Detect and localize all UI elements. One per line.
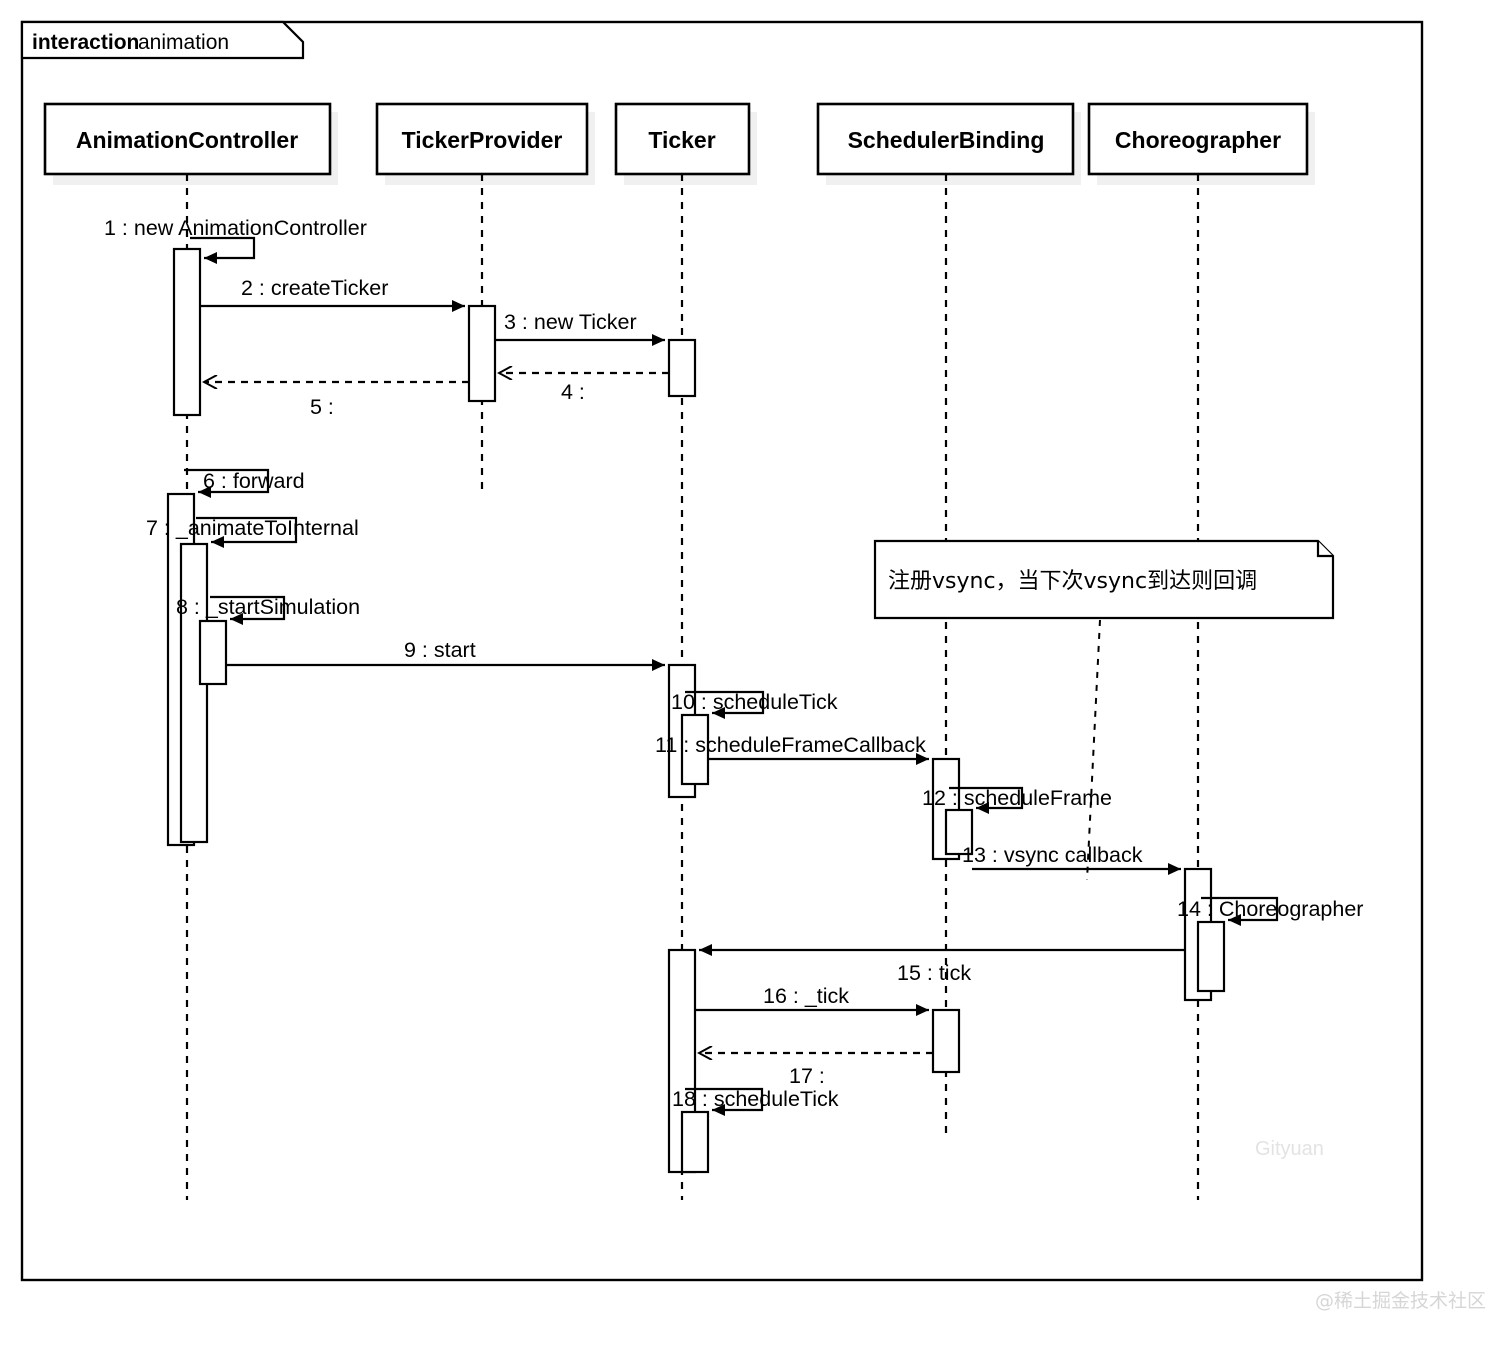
message-13-label: 13 : vsync callback — [962, 843, 1143, 867]
participant-label-schedulerbinding: SchedulerBinding — [848, 127, 1045, 153]
message-17-label: 17 : — [789, 1064, 825, 1088]
note-box — [873, 539, 1335, 620]
message-18[interactable]: 18 : scheduleTick — [672, 1087, 839, 1116]
message-11-label: 11 : scheduleFrameCallback — [655, 733, 926, 757]
participant-animationcontroller[interactable] — [43, 102, 338, 1200]
watermark-bottom: @稀土掘金技术社区 — [1315, 1290, 1486, 1312]
note-vsync: 注册vsync，当下次vsync到达则回调 — [873, 539, 1335, 881]
message-15-label: 15 : tick — [897, 961, 971, 985]
message-14-label: 14 : Choreographer — [1177, 897, 1363, 921]
message-15[interactable]: 15 : tick — [699, 944, 1185, 985]
message-12[interactable]: 12 : scheduleFrame — [922, 786, 1112, 814]
activation-ticker-new — [667, 338, 697, 398]
message-5[interactable]: 5 : — [204, 382, 469, 419]
activation-ticker-scheduletick2 — [680, 1110, 710, 1174]
lifelines — [43, 102, 1315, 1200]
participant-label-tickerprovider: TickerProvider — [402, 127, 563, 153]
note-connector-line — [1086, 619, 1101, 881]
activation-ac-animate — [179, 542, 209, 844]
participant-label-animationcontroller: AnimationController — [76, 127, 298, 153]
message-9[interactable]: 9 : start — [226, 638, 665, 671]
message-10-label: 10 : scheduleTick — [671, 690, 838, 714]
frame-title-label: animation — [138, 31, 229, 54]
messages: 1 : new AnimationController 2 : createTi… — [104, 216, 1363, 1116]
message-10[interactable]: 10 : scheduleTick — [671, 690, 838, 719]
activation-tp-1 — [467, 304, 497, 403]
activation-bars — [166, 247, 1226, 1174]
message-2-label: 2 : createTicker — [241, 276, 388, 300]
message-7[interactable]: 7 : _animateToInternal — [146, 516, 359, 548]
message-17[interactable]: 17 : — [699, 1053, 933, 1088]
activation-sb-scheduleframe — [944, 808, 974, 856]
frame-tab — [20, 20, 305, 60]
message-6[interactable]: 6 : forward — [184, 468, 305, 498]
participant-ticker[interactable] — [614, 102, 757, 1200]
watermark-inner: Gityuan — [1255, 1138, 1324, 1160]
message-4-label: 4 : — [561, 380, 585, 404]
message-16[interactable]: 16 : _tick — [695, 984, 929, 1016]
message-2[interactable]: 2 : createTicker — [200, 276, 465, 312]
note-text: 注册vsync，当下次vsync到达则回调 — [888, 569, 1257, 594]
message-1[interactable]: 1 : new AnimationController — [104, 216, 367, 264]
message-14[interactable]: 14 : Choreographer — [1177, 896, 1363, 926]
activation-ac-startsim — [198, 619, 228, 686]
message-4[interactable]: 4 : — [499, 373, 669, 404]
participant-schedulerbinding[interactable] — [816, 102, 1081, 1134]
message-5-label: 5 : — [310, 395, 334, 419]
frame-outline — [20, 20, 1424, 1282]
message-18-label: 18 : scheduleTick — [672, 1087, 839, 1111]
message-8-label: 8 : _startSimulation — [176, 595, 360, 619]
interaction-frame — [20, 20, 1424, 1282]
message-6-label: 6 : forward — [203, 469, 305, 493]
participant-tickerprovider[interactable] — [375, 102, 595, 492]
participant-label-ticker: Ticker — [648, 127, 715, 153]
message-3[interactable]: 3 : new Ticker — [495, 310, 665, 346]
participant-choreographer[interactable] — [1087, 102, 1315, 1200]
activation-ac-1 — [172, 247, 202, 417]
frame-kind-label: interaction — [32, 31, 139, 54]
message-7-label: 7 : _animateToInternal — [146, 516, 359, 540]
activation-ticker-scheduletick — [680, 713, 710, 786]
message-16-label: 16 : _tick — [763, 984, 849, 1008]
activation-ch-self — [1196, 920, 1226, 993]
message-1-label: 1 : new AnimationController — [104, 216, 367, 240]
message-12-label: 12 : scheduleFrame — [922, 786, 1112, 810]
message-11[interactable]: 11 : scheduleFrameCallback — [655, 733, 929, 765]
message-13[interactable]: 13 : vsync callback — [962, 843, 1181, 875]
message-3-label: 3 : new Ticker — [504, 310, 637, 334]
message-9-label: 9 : start — [404, 638, 476, 662]
participant-label-choreographer: Choreographer — [1115, 127, 1281, 153]
activation-sb-tick — [931, 1008, 961, 1074]
message-8[interactable]: 8 : _startSimulation — [176, 595, 360, 625]
